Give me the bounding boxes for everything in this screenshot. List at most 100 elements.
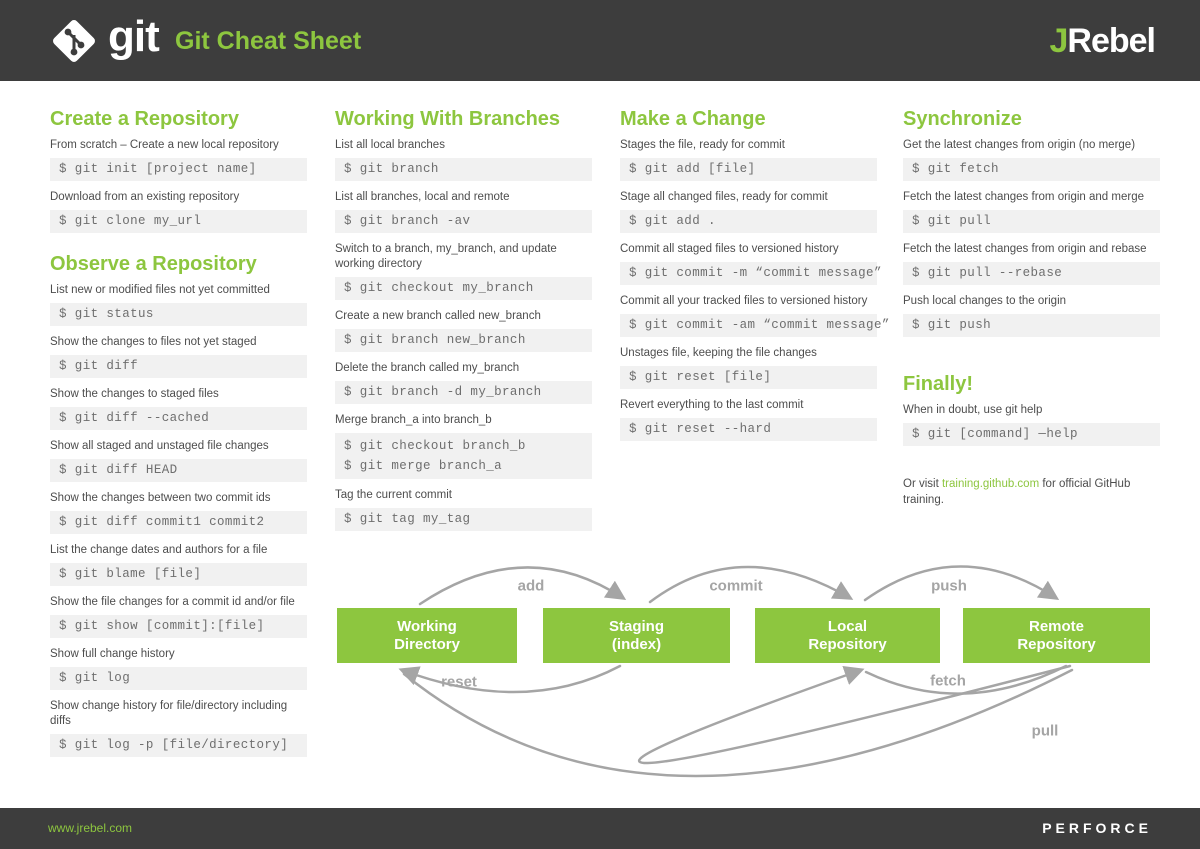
arrow-pull-to-local <box>637 664 1072 765</box>
command-description: From scratch – Create a new local reposi… <box>50 139 279 151</box>
code-line: $ git log -p [file/directory] <box>59 738 289 752</box>
command-description: Delete the branch called my_branch <box>335 362 520 374</box>
command-description: Show the changes to staged files <box>50 388 219 400</box>
jrebel-logo-rebel: Rebel <box>1067 22 1156 60</box>
code-line: $ git branch -av <box>344 214 471 228</box>
command-description: Fetch the latest changes from origin and… <box>903 191 1144 203</box>
command-description: List the change dates and authors for a … <box>50 544 268 556</box>
code-block: $ git add [file] <box>620 158 877 181</box>
code-block: $ git diff --cached <box>50 407 307 430</box>
code-block: $ git pull --rebase <box>903 262 1160 285</box>
footer-bar: www.jrebel.com PERFORCE <box>0 808 1200 849</box>
arrow-label-commit: commit <box>709 577 763 595</box>
cheat-item: Tag the current commit$ git tag my_tag <box>335 488 592 531</box>
code-block: $ git log <box>50 667 307 690</box>
code-line: $ git branch -d my_branch <box>344 385 542 399</box>
cheat-item: List all branches, local and remote$ git… <box>335 190 592 233</box>
code-block: $ git commit -m “commit message” <box>620 262 881 285</box>
code-line: $ git log <box>59 671 131 685</box>
diagram-box-line1: Remote <box>1028 617 1084 635</box>
cheat-item: Revert everything to the last commit$ gi… <box>620 398 877 441</box>
cheat-item: Show the changes between two commit ids $… <box>50 491 307 534</box>
cheat-item: Show the changes to staged files $ git di… <box>50 387 307 430</box>
training-note-suffix: for official GitHub training. <box>903 478 1131 506</box>
code-line: $ git commit -am “commit message” <box>629 318 890 332</box>
diagram-box-staging: Staging(index) <box>543 608 730 663</box>
code-block: $ git branch -av <box>335 210 592 233</box>
code-block: $ git fetch <box>903 158 1160 181</box>
arrow-add <box>418 566 627 606</box>
code-block: $ git status <box>50 303 307 326</box>
code-block: $ git branch new_branch <box>335 329 592 352</box>
cheat-item: Show the file changes for a commit id an… <box>50 595 307 638</box>
code-block: $ git clone my_url <box>50 210 307 233</box>
code-line: $ git fetch <box>912 162 999 176</box>
code-line: $ git diff --cached <box>59 411 210 425</box>
code-block: $ git branch <box>335 158 592 181</box>
cheat-item: Commit all staged files to versioned his… <box>620 242 881 285</box>
cheat-item: Fetch the latest changes from origin and… <box>903 190 1160 233</box>
command-description: Merge branch_a into branch_b <box>335 414 492 426</box>
cheat-item: Push local changes to the origin$ git pu… <box>903 294 1160 337</box>
cheat-item: Show the changes to files not yet staged… <box>50 335 307 378</box>
diagram-box-line2: (index) <box>611 635 662 653</box>
code-block: $ git show [commit]:[file] <box>50 615 307 638</box>
code-block: $ git pull <box>903 210 1160 233</box>
code-line: $ git diff <box>59 359 139 373</box>
code-line: $ git checkout my_branch <box>344 281 534 295</box>
command-description: Show the changes between two commit ids <box>50 492 271 504</box>
command-description: Stage all changed files, ready for commi… <box>620 191 828 203</box>
cheat-item: Show change history for file/directory i… <box>50 699 307 757</box>
cheat-item: Download from an existing repository$ gi… <box>50 190 307 233</box>
arrow-label-reset: reset <box>441 673 477 691</box>
section-heading: Working With Branches <box>335 108 561 130</box>
perforce-logo: PERFORCE <box>1042 820 1152 836</box>
code-line: $ git init [project name] <box>59 162 257 176</box>
code-block: $ git push <box>903 314 1160 337</box>
section-heading: Finally! <box>903 373 974 395</box>
code-line: $ git [command] —help <box>912 427 1078 441</box>
command-description: Switch to a branch, my_branch, and updat… <box>335 243 557 270</box>
arrow-reset <box>398 664 622 694</box>
command-description: Revert everything to the last commit <box>620 399 804 411</box>
arrow-push <box>863 565 1060 602</box>
arrow-label-fetch: fetch <box>930 672 966 690</box>
diagram-box-line1: Local <box>827 617 868 635</box>
code-line: $ git diff commit1 commit2 <box>59 515 265 529</box>
command-description: Commit all staged files to versioned his… <box>620 243 839 255</box>
cheat-item: Show full change history $ git log <box>50 647 307 690</box>
jrebel-logo-j: J <box>1049 22 1068 60</box>
diagram-box-line2: Repository <box>808 635 887 653</box>
training-link[interactable]: training.github.com <box>941 478 1040 490</box>
code-block: $ git diff commit1 commit2 <box>50 511 307 534</box>
cheat-item: Merge branch_a into branch_b $ git checko… <box>335 413 592 479</box>
code-line: $ git add [file] <box>629 162 756 176</box>
cheat-item: List new or modified files not yet commi… <box>50 283 307 326</box>
cheat-item: Commit all your tracked files to version… <box>620 294 890 337</box>
command-description: Fetch the latest changes from origin and… <box>903 243 1147 255</box>
jrebel-url-link[interactable]: www.jrebel.com <box>48 821 133 835</box>
code-block: $ git diff HEAD <box>50 459 307 482</box>
diagram-box-line2: Repository <box>1017 635 1096 653</box>
section-heading: Synchronize <box>903 108 1022 130</box>
cheat-item: Show all staged and unstaged file change… <box>50 439 307 482</box>
header-bar: git Git Cheat Sheet JRebel <box>0 0 1200 81</box>
section-heading: Create a Repository <box>50 108 239 130</box>
code-line: $ git checkout branch_b <box>344 439 526 453</box>
code-block: $ git commit -am “commit message” <box>620 314 890 337</box>
code-block: $ git tag my_tag <box>335 508 592 531</box>
code-line: $ git clone my_url <box>59 214 202 228</box>
training-note: Or visit training.github.com for officia… <box>903 476 1160 508</box>
command-description: Show full change history <box>50 648 175 660</box>
command-description: When in doubt, use git help <box>903 404 1043 416</box>
